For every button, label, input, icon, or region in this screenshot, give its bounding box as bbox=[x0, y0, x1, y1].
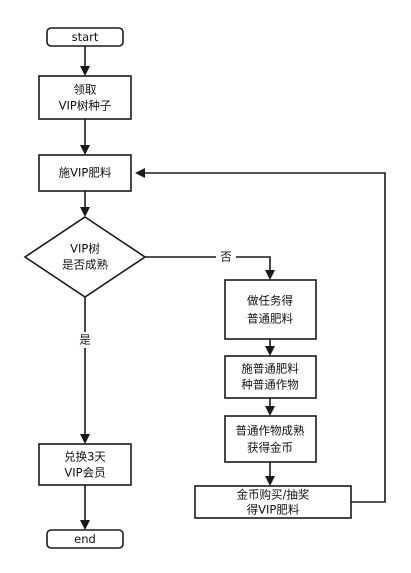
node-redeem-vip: 兑换3天 VIP会员 bbox=[38, 443, 132, 486]
node-fertilize-vip-label: 施VIP肥料 bbox=[59, 166, 112, 180]
node-start: start bbox=[46, 27, 124, 47]
edge-label-no: 否 bbox=[220, 250, 232, 264]
node-decision-ripe-line1: VIP树 bbox=[70, 242, 100, 256]
node-redeem-vip-line2: VIP会员 bbox=[64, 466, 105, 480]
arrow-head bbox=[80, 434, 90, 444]
node-plant-crop: 施普通肥料 种普通作物 bbox=[224, 355, 317, 399]
node-fertilize-vip: 施VIP肥料 bbox=[38, 154, 132, 192]
node-do-task-line1: 做任务得 bbox=[247, 294, 293, 308]
node-redeem-vip-line1: 兑换3天 bbox=[64, 450, 106, 464]
edge-label-yes: 是 bbox=[79, 333, 91, 347]
node-do-task-line2: 普通肥料 bbox=[247, 312, 293, 326]
arrow-head bbox=[80, 520, 90, 530]
node-buy-fertilizer-line2: 得VIP肥料 bbox=[247, 503, 300, 517]
arrow-head bbox=[80, 145, 90, 155]
node-buy-fertilizer: 金币购买/抽奖 得VIP肥料 bbox=[194, 485, 352, 519]
edges: 是 否 bbox=[74, 46, 386, 530]
arrow-head bbox=[265, 270, 275, 280]
arrow-head bbox=[265, 476, 275, 486]
arrow-head bbox=[265, 406, 275, 416]
node-end-label: end bbox=[74, 532, 96, 546]
node-get-gold-line1: 普通作物成熟 bbox=[236, 424, 305, 438]
arrow-head bbox=[80, 66, 90, 76]
edge-label-bg bbox=[216, 249, 236, 265]
node-do-task: 做任务得 普通肥料 bbox=[224, 279, 317, 340]
node-decision-ripe: VIP树 是否成熟 bbox=[23, 216, 147, 298]
arrow-head bbox=[265, 346, 275, 356]
node-buy-fertilizer-line1: 金币购买/抽奖 bbox=[237, 488, 310, 502]
node-decision-ripe-line2: 是否成熟 bbox=[62, 258, 108, 272]
node-get-gold: 普通作物成熟 获得金币 bbox=[224, 415, 317, 463]
edge-decision-no bbox=[145, 256, 271, 270]
edge-buy-loop-to-fertilize bbox=[145, 172, 386, 503]
arrow-head bbox=[135, 168, 145, 178]
node-get-gold-line2: 获得金币 bbox=[247, 441, 293, 455]
node-plant-crop-line2: 种普通作物 bbox=[241, 378, 299, 392]
node-claim-seed: 领取 VIP树种子 bbox=[38, 75, 132, 120]
arrow-head bbox=[80, 207, 90, 217]
node-claim-seed-line1: 领取 bbox=[74, 83, 97, 97]
node-claim-seed-line2: VIP树种子 bbox=[59, 99, 112, 113]
node-plant-crop-line1: 施普通肥料 bbox=[241, 362, 299, 376]
node-start-label: start bbox=[72, 30, 99, 44]
node-end: end bbox=[46, 529, 124, 549]
edge-label-bg bbox=[74, 332, 96, 348]
